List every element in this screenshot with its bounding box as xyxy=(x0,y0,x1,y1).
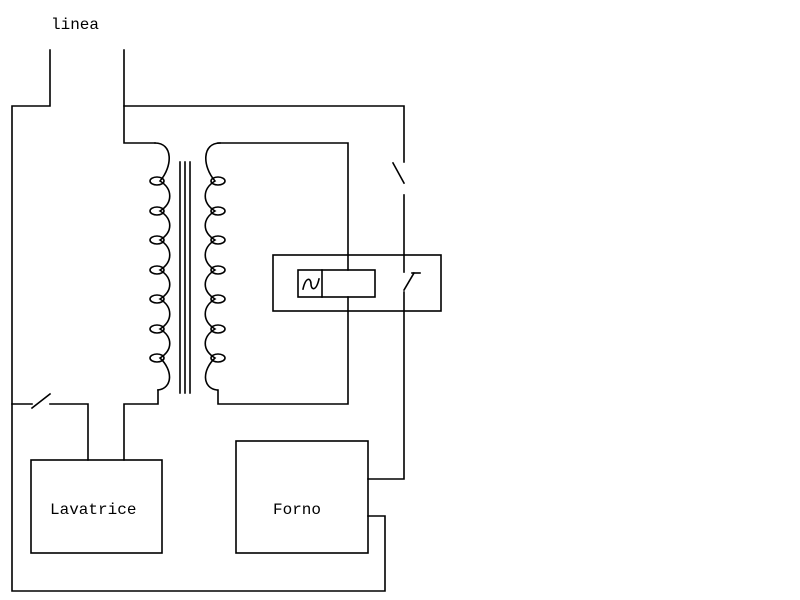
line-label: linea xyxy=(51,16,99,34)
coil-loop xyxy=(149,294,165,304)
relay-box xyxy=(272,254,442,312)
coil-loop xyxy=(149,235,165,245)
coil-loop xyxy=(149,176,165,186)
coil-loop xyxy=(149,353,165,363)
wm-switch-icon xyxy=(30,392,52,410)
wire-relay-oven xyxy=(367,291,405,480)
washing-machine-label: Lavatrice xyxy=(50,501,136,519)
washing-machine-box xyxy=(30,459,163,554)
relay-contact-icon xyxy=(402,271,416,292)
ac-symbol-icon xyxy=(302,278,320,290)
relay-coil xyxy=(297,269,376,298)
coil-loop xyxy=(210,176,226,186)
wire-primary-bottom xyxy=(123,389,159,461)
coil-winding xyxy=(154,142,171,391)
wire-to-switch xyxy=(123,105,405,163)
wire-secondary-top xyxy=(217,142,349,271)
transformer-secondary-coil-icon xyxy=(204,142,226,391)
wire-secondary-bottom xyxy=(217,296,349,405)
coil-loop xyxy=(149,206,165,216)
coil-loop xyxy=(210,235,226,245)
coil-loop xyxy=(149,265,165,275)
coil-loop xyxy=(149,324,165,334)
transformer-primary-coil-icon xyxy=(149,142,171,391)
transformer-core-icon xyxy=(179,161,191,394)
coil-loop xyxy=(210,265,226,275)
coil-loop xyxy=(210,353,226,363)
coil-loop xyxy=(210,294,226,304)
oven-label: Forno xyxy=(273,501,321,519)
wire-line-right xyxy=(123,49,156,144)
coil-loop xyxy=(210,324,226,334)
oven-box xyxy=(235,440,369,554)
wire-line-left xyxy=(11,49,386,592)
wire-wm xyxy=(49,403,89,461)
coil-loop xyxy=(210,206,226,216)
coil-winding xyxy=(204,142,221,391)
main-switch-icon xyxy=(391,161,406,185)
